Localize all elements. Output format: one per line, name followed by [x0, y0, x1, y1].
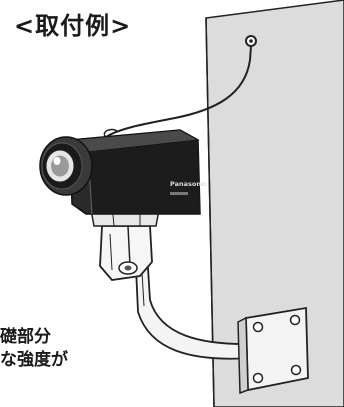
- caption: 礎部分 な強度が: [0, 326, 68, 372]
- plate-screw: [252, 321, 264, 333]
- wire-anchor-screw: [249, 39, 253, 43]
- caption-line-1: 礎部分: [0, 327, 51, 347]
- plate-screw: [252, 372, 264, 384]
- camera-side: [88, 140, 200, 214]
- lens-inner: [51, 155, 69, 177]
- camera-brand-label: Panasonic: [170, 180, 207, 188]
- wire-loop: [103, 128, 119, 138]
- figure-title: <取付例>: [14, 12, 132, 40]
- model-label: [170, 192, 188, 195]
- wall-plate-side: [237, 316, 249, 395]
- support-edge: [109, 233, 113, 271]
- plate-screw: [289, 314, 301, 326]
- plate-screw: [290, 364, 302, 376]
- caption-line-2: な強度が: [0, 350, 68, 370]
- anchor-hook: [249, 45, 252, 61]
- arm-edge: [141, 271, 145, 307]
- pan-head-screw-center: [124, 265, 132, 271]
- lens-highlight: [53, 157, 61, 165]
- safety-wire: [105, 59, 251, 138]
- support-rib: [127, 225, 131, 267]
